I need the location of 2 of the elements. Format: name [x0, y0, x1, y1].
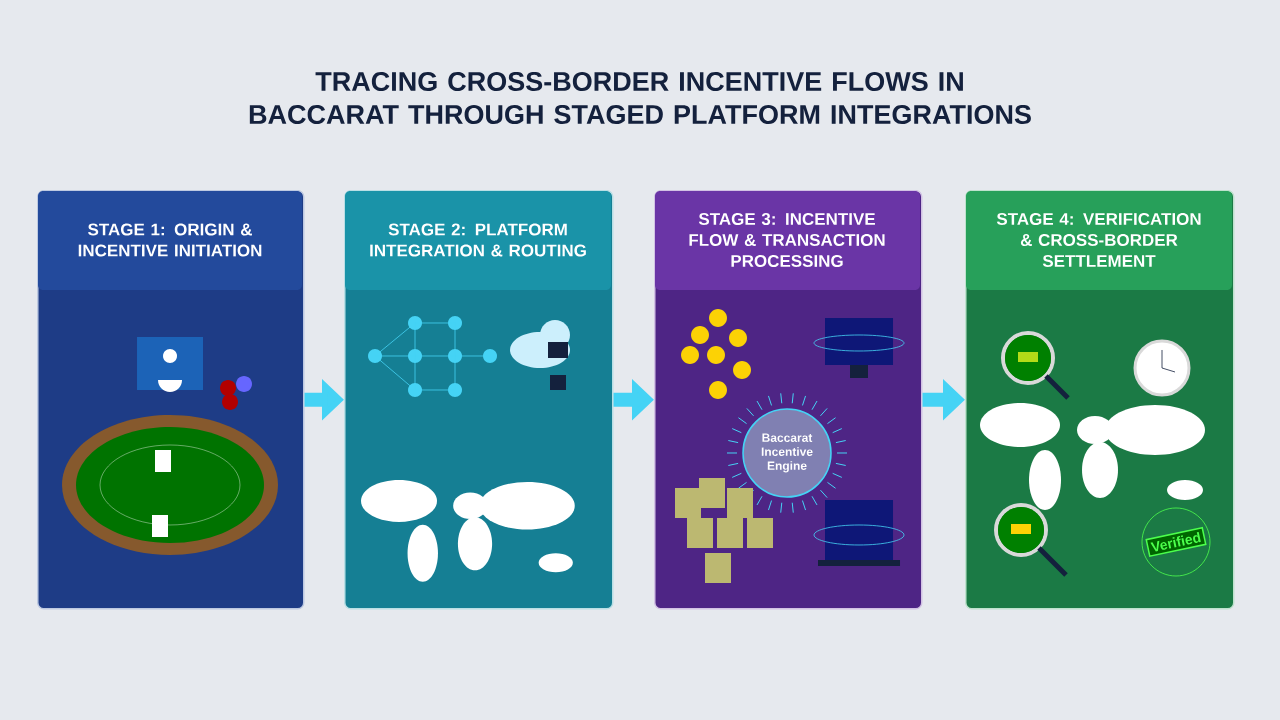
verified-stamp: Verified — [1141, 507, 1211, 577]
title: TRACING CROSS-BORDER INCENTIVE FLOWS IN BACCARAT THROUGH STAGED PLATFORM INTEGRATIONS — [249, 71, 1031, 125]
